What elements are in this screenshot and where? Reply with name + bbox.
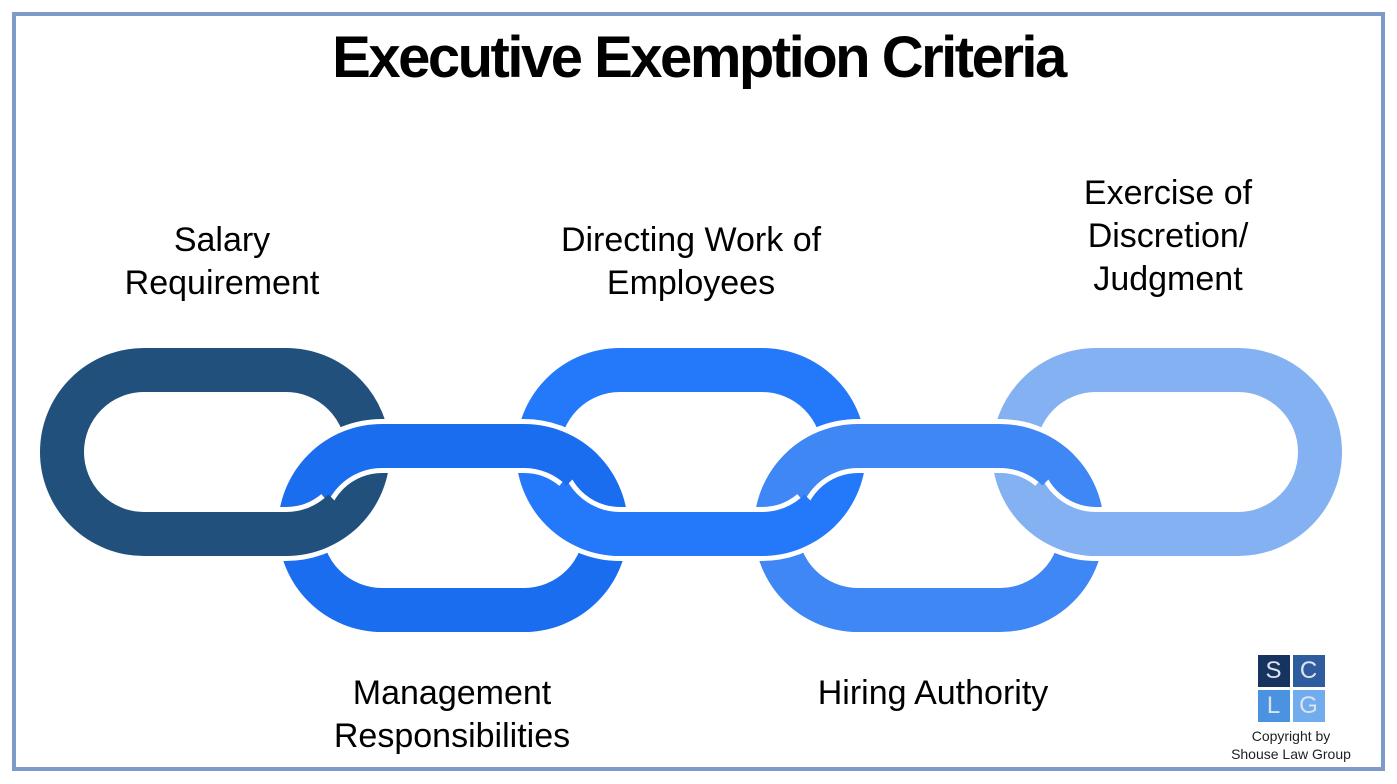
label-line: Employees <box>606 264 776 302</box>
logo-letter: C <box>1299 657 1318 684</box>
diagram-title: Executive Exemption Criteria <box>332 25 1067 90</box>
chain-overlap-0 <box>165 493 360 557</box>
label-line: Discretion/ <box>1087 217 1249 255</box>
chain-link-1 <box>278 424 628 632</box>
chain-link-3 <box>754 424 1104 632</box>
label-directing-work-of-employees: Directing Work of Employees <box>491 219 891 305</box>
label-line: Exercise of <box>1083 174 1253 212</box>
logo-tile-s: S <box>1257 655 1290 687</box>
label-salary-requirement: Salary Requirement <box>42 219 402 305</box>
label-line: Judgment <box>1093 260 1243 298</box>
sclg-logo: S C L G Copyright by Shouse Law Group <box>1221 655 1361 763</box>
label-exercise-of-discretion-judgment: Exercise of Discretion/ Judgment <box>1018 172 1318 301</box>
logo-tile-l: L <box>1257 690 1290 722</box>
label-line: Responsibilities <box>333 717 571 755</box>
label-line: Requirement <box>124 264 320 302</box>
label-line: Salary <box>173 221 271 259</box>
logo-letter: S <box>1265 657 1282 684</box>
logo-tile-c: C <box>1292 655 1325 687</box>
chain-overlap-1 <box>403 423 598 487</box>
logo-letter: G <box>1299 692 1318 719</box>
copyright-text: Copyright by Shouse Law Group <box>1221 727 1361 763</box>
label-management-responsibilities: Management Responsibilities <box>262 672 642 758</box>
label-line: Directing Work of <box>560 221 822 259</box>
logo-letter: L <box>1266 692 1281 719</box>
copyright-line: Shouse Law Group <box>1231 746 1351 762</box>
chain-overlap-2 <box>641 493 836 557</box>
logo-tile-g: G <box>1292 690 1325 722</box>
label-line: Hiring Authority <box>817 674 1049 712</box>
label-hiring-authority: Hiring Authority <box>743 672 1123 715</box>
sclg-logo-tiles: S C L G <box>1257 655 1325 722</box>
label-line: Management <box>352 674 552 712</box>
chain-overlap-3 <box>879 423 1074 487</box>
copyright-line: Copyright by <box>1251 728 1331 744</box>
chain-link-4 <box>992 348 1342 556</box>
